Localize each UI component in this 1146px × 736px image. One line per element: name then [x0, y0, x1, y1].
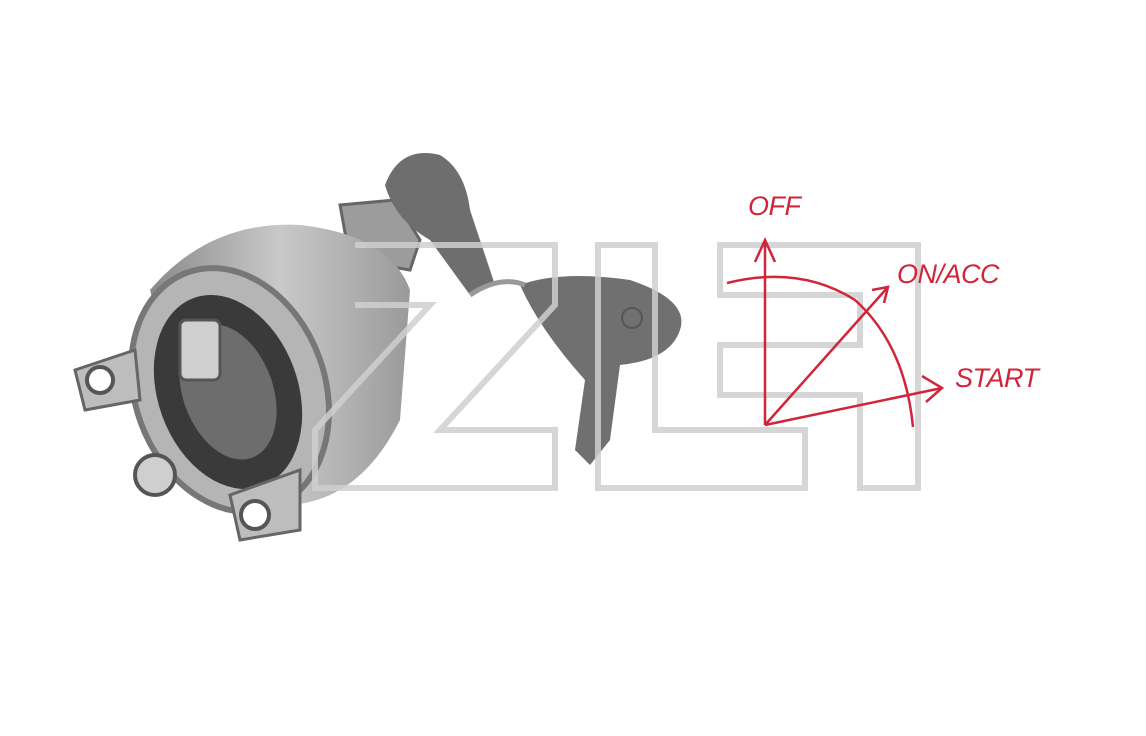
- watermark-logo: [312, 242, 921, 491]
- position-label-on-acc: ON/ACC: [897, 259, 1000, 289]
- position-label-off: OFF: [748, 191, 801, 221]
- position-label-start: START: [955, 363, 1039, 393]
- switch-position-diagram: [726, 236, 945, 428]
- ignition-switch-body: [73, 198, 422, 542]
